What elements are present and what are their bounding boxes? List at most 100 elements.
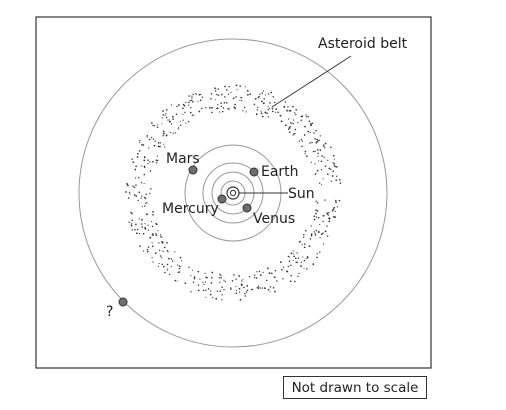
asteroid-dot [210, 276, 213, 279]
asteroid-dot [210, 93, 213, 95]
asteroid-dot [147, 224, 149, 226]
asteroid-dot [217, 104, 219, 106]
asteroid-dot [335, 179, 338, 181]
mercury-planet [217, 194, 227, 204]
asteroid-dot [313, 132, 315, 134]
asteroid-dot [168, 119, 170, 121]
asteroid-dot [155, 234, 158, 237]
asteroid-dot [333, 158, 335, 160]
asteroid-dot [162, 130, 165, 133]
asteroid-dot [319, 135, 321, 137]
asteroid-dot [180, 265, 182, 268]
asteroid-dot [182, 103, 185, 106]
asteroid-dot [244, 86, 246, 88]
asteroid-dot [298, 140, 301, 142]
asteroid-dot [151, 220, 153, 222]
asteroid-dot [157, 124, 159, 126]
asteroid-dot [333, 206, 336, 209]
asteroid-dot [193, 277, 196, 280]
asteroid-dot [210, 290, 212, 292]
asteroid-dot [174, 132, 176, 134]
asteroid-dot [165, 112, 167, 115]
asteroid-dot [170, 258, 173, 260]
earth-planet [249, 167, 259, 177]
asteroid-dot [135, 184, 137, 186]
asteroid-dot [306, 155, 308, 158]
asteroid-belt-leader [271, 55, 352, 108]
asteroid-dot [296, 252, 298, 254]
asteroid-dot [167, 251, 169, 253]
asteroid-dot [176, 280, 178, 282]
asteroid-dot [210, 282, 213, 284]
asteroid-dot [140, 182, 143, 184]
asteroid-dot [306, 256, 309, 259]
asteroid-dot [151, 242, 153, 244]
asteroid-dot [295, 108, 298, 111]
asteroid-dot [151, 225, 154, 228]
asteroid-dot [235, 286, 237, 288]
asteroid-dot [164, 146, 166, 148]
asteroid-dot [299, 240, 301, 243]
asteroid-dot [279, 114, 282, 117]
asteroid-dot [262, 90, 265, 92]
asteroid-dot [185, 101, 187, 104]
asteroid-dot [274, 269, 277, 272]
asteroid-dot [265, 94, 267, 96]
asteroid-dot [146, 136, 148, 138]
asteroid-dot [157, 145, 160, 148]
asteroid-dot [156, 126, 159, 129]
asteroid-dot [143, 156, 146, 158]
asteroid-dot [234, 103, 236, 106]
asteroid-dot [159, 255, 162, 257]
asteroid-dot [226, 89, 228, 91]
asteroid-dot [220, 105, 223, 108]
asteroid-dot [314, 138, 316, 140]
asteroid-dot [300, 138, 303, 141]
asteroid-dot [157, 142, 160, 144]
asteroid-dot [267, 106, 269, 108]
asteroid-dot [277, 111, 279, 114]
asteroid-dot [126, 182, 128, 185]
asteroid-dot [137, 199, 139, 202]
asteroid-dot [327, 214, 329, 216]
asteroid-dot [152, 138, 155, 141]
asteroid-dot [230, 91, 232, 93]
asteroid-dot [225, 102, 228, 104]
asteroid-dot [176, 264, 179, 266]
asteroid-dot [328, 212, 330, 214]
asteroid-dot [141, 195, 143, 197]
asteroid-dot [215, 297, 218, 300]
asteroid-dot [221, 294, 223, 296]
asteroid-dot [289, 109, 292, 112]
asteroid-dot [261, 91, 263, 93]
asteroid-dot [153, 144, 156, 147]
asteroid-dot [157, 230, 159, 232]
asteroid-dot [301, 115, 304, 118]
asteroid-dot [130, 223, 133, 225]
asteroid-dot [210, 98, 212, 100]
asteroid-dot [331, 175, 334, 177]
asteroid-dot [190, 99, 193, 102]
asteroid-dot [169, 131, 171, 134]
asteroid-dot [330, 180, 332, 182]
asteroid-dot [228, 108, 230, 110]
asteroid-dot [165, 134, 168, 137]
asteroid-dot [162, 250, 164, 252]
asteroid-dot [214, 99, 217, 101]
asteroid-dot [211, 271, 214, 274]
asteroid-dot [235, 292, 238, 295]
asteroid-dot [301, 140, 303, 142]
asteroid-dot [180, 260, 183, 262]
asteroid-dot [132, 161, 135, 164]
asteroid-dot [239, 85, 241, 87]
asteroid-dot [329, 168, 332, 170]
asteroid-dot [238, 275, 241, 277]
unknown-planet [118, 297, 128, 307]
asteroid-dot [313, 218, 316, 221]
asteroid-dot [282, 278, 284, 280]
asteroid-dot [320, 168, 323, 171]
asteroid-dot [317, 149, 319, 151]
asteroid-dot [317, 155, 319, 157]
asteroid-dot [267, 116, 270, 118]
